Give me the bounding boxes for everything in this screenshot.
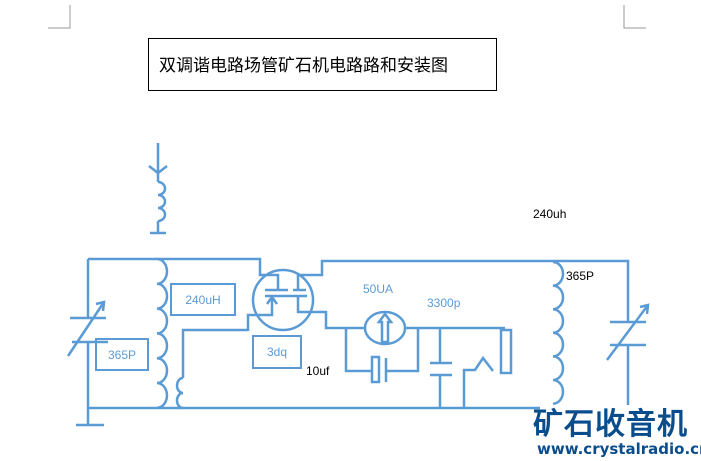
label-inductor-right: 240uh bbox=[533, 207, 567, 221]
label-meter: 50UA bbox=[363, 282, 394, 296]
inductor-right bbox=[552, 260, 565, 405]
mosfet-transistor bbox=[251, 268, 365, 332]
label-capacitor-3300p: 3300p bbox=[427, 296, 461, 310]
wire-top-right bbox=[296, 259, 630, 322]
label-capacitor-10uf: 10uf bbox=[306, 364, 330, 378]
diagram-title: 双调谐电路场管矿石机电路路和安装图 bbox=[159, 56, 448, 76]
label-inductor-left: 240uH bbox=[170, 283, 236, 316]
earphone-bar bbox=[499, 328, 513, 375]
title-box: 双调谐电路场管矿石机电路路和安装图 bbox=[148, 38, 497, 91]
label-capacitor-right: 365P bbox=[566, 269, 595, 283]
page-corner-mark-right bbox=[623, 5, 646, 29]
label-transistor: 3dq bbox=[252, 335, 302, 369]
label-capacitor-left: 365P bbox=[95, 338, 149, 371]
inductor-tap bbox=[175, 376, 184, 410]
variable-capacitor-left bbox=[66, 259, 108, 427]
watermark-url: www.crystalradio.cn bbox=[537, 440, 701, 458]
capacitor-3300p bbox=[430, 328, 452, 408]
wire-gate bbox=[181, 298, 274, 378]
page-corner-mark-left bbox=[48, 5, 71, 29]
watermark-logo: 矿石收音机 bbox=[533, 407, 688, 442]
capacitor-10uf bbox=[344, 328, 420, 384]
variable-capacitor-right bbox=[605, 303, 650, 405]
inductor-left bbox=[156, 257, 169, 410]
ammeter-50ua bbox=[363, 310, 407, 346]
wire-top-left bbox=[88, 257, 280, 290]
switch-contact bbox=[462, 355, 494, 408]
antenna-icon bbox=[148, 143, 168, 235]
